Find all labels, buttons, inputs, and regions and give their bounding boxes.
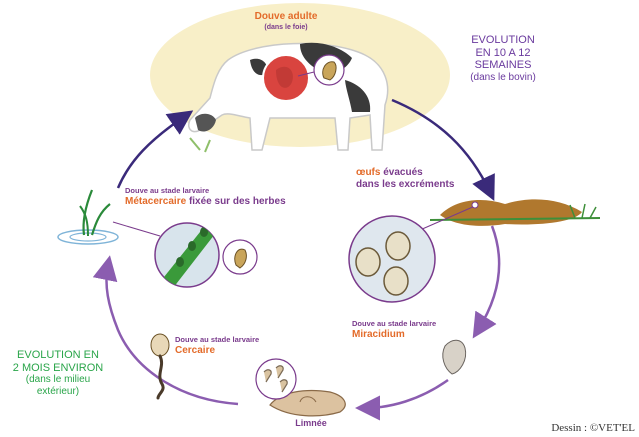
evolution-exterieur-label: EVOLUTION EN 2 MOIS ENVIRON (dans le mil… <box>2 349 114 397</box>
egg-icon <box>386 232 410 260</box>
evolution-bovin-line4: (dans le bovin) <box>455 72 551 84</box>
eggs-label: œufs évacués dans les excréments <box>356 167 486 190</box>
miracidium-caption: Douve au stade larvaire <box>352 320 472 329</box>
cercaire-label: Douve au stade larvaire Cercaire <box>175 336 295 356</box>
evolution-bovin-line1: EVOLUTION <box>455 34 551 47</box>
adult-fluke-title: Douve adulte <box>244 11 328 23</box>
manure-illustration <box>430 199 600 226</box>
evolution-bovin-line2: EN 10 A 12 <box>455 47 551 60</box>
miracidium-name: Miracidium <box>352 329 472 341</box>
evolution-bovin-label: EVOLUTION EN 10 A 12 SEMAINES (dans le b… <box>455 34 551 83</box>
metacercaire-label: Douve au stade larvaire Métacercaire fix… <box>125 187 325 207</box>
limnee-label: Limnée <box>286 418 336 428</box>
miracidium-label: Douve au stade larvaire Miracidium <box>352 320 472 340</box>
water-grass-illustration <box>58 190 118 244</box>
cercaire-name: Cercaire <box>175 345 295 357</box>
arrow-eggs-to-miracidium <box>478 226 499 330</box>
cercaria-larva-icon <box>151 334 169 398</box>
evolution-bovin-line3: SEMAINES <box>455 59 551 72</box>
metacercaire-caption: Douve au stade larvaire <box>125 187 325 196</box>
metacercaire-name: Métacercaire <box>125 196 186 207</box>
egg-icon <box>356 248 380 276</box>
cercaire-caption: Douve au stade larvaire <box>175 336 295 345</box>
evolution-exterieur-line4: extérieur) <box>2 386 114 398</box>
miracidium-icon <box>443 340 466 374</box>
arrow-miracidium-to-snail <box>365 380 448 408</box>
evolution-exterieur-line2: 2 MOIS ENVIRON <box>2 362 114 375</box>
evolution-exterieur-line3: (dans le milieu <box>2 374 114 386</box>
adult-fluke-subtitle: (dans le foie) <box>254 24 318 32</box>
evolution-exterieur-line1: EVOLUTION EN <box>2 349 114 362</box>
eggs-word: œufs <box>356 167 380 178</box>
arrow-meta-to-cow <box>118 116 185 188</box>
egg-icon <box>384 267 408 295</box>
eggs-line2: dans les excréments <box>356 179 486 191</box>
eggs-line1-rest: évacués <box>383 167 422 178</box>
drawing-credit: Dessin : ©VET'EL <box>527 422 635 435</box>
metacercaire-rest: fixée sur des herbes <box>189 196 286 207</box>
cercariae-inset <box>256 359 296 399</box>
